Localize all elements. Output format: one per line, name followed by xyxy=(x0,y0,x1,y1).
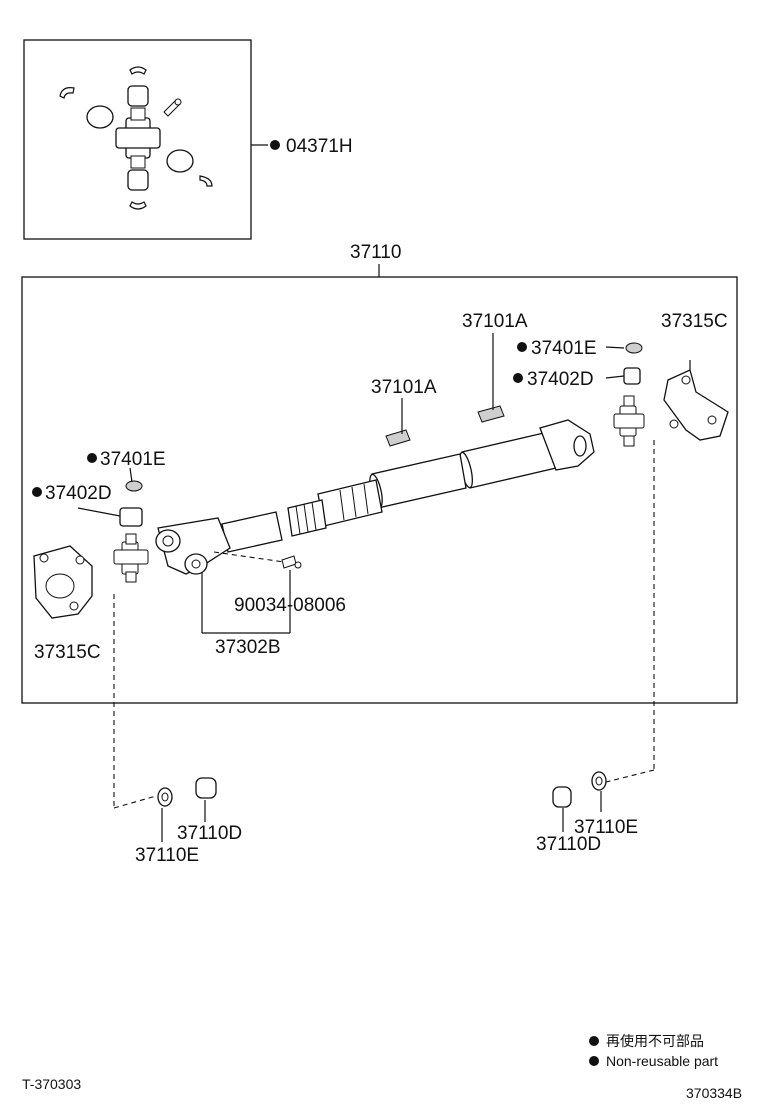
flange-yoke-left-label: 37315C xyxy=(34,642,101,663)
left-ujoint xyxy=(113,480,149,583)
bearing-right-label: 37402D xyxy=(527,369,594,390)
center-bearing-upper-label: 37101A xyxy=(462,311,528,332)
right-ring-label: 37110E xyxy=(574,817,638,838)
snap-ring-right-label: 37401E xyxy=(531,338,597,359)
right-loose-parts xyxy=(552,771,607,832)
kit-snap-rings xyxy=(59,66,213,210)
center-bearing-shells xyxy=(385,405,505,447)
kit-inset: 04371H xyxy=(23,39,353,240)
spider-cross xyxy=(115,107,161,169)
left-flange-yoke xyxy=(33,545,93,619)
assembly-label: 37110 xyxy=(350,242,401,263)
legend-marker-icon xyxy=(589,1036,599,1046)
legend-jp: 再使用不可部品 xyxy=(606,1033,704,1049)
right-cup-label: 37110D xyxy=(536,834,601,855)
footer-right-code: 370334B xyxy=(686,1085,742,1101)
bearing-left-label: 37402D xyxy=(45,483,112,504)
center-bearing-lower-label: 37101A xyxy=(371,377,437,398)
dashed-connectors xyxy=(113,440,655,809)
right-flange-yoke xyxy=(663,360,729,441)
grease-fitting-label: 90034-08006 xyxy=(234,595,346,616)
left-ring-label: 37110E xyxy=(135,845,199,866)
sleeve-yoke-label: 37302B xyxy=(215,637,281,658)
leader-lines xyxy=(77,333,625,634)
legend-en: Non-reusable part xyxy=(606,1053,718,1069)
kit-label: 04371H xyxy=(286,136,353,157)
kit-inset-frame xyxy=(23,39,252,240)
non-reusable-marker-icon xyxy=(32,487,42,497)
grease-fitting-part xyxy=(281,555,302,569)
right-ujoint xyxy=(613,342,645,447)
non-reusable-marker-icon xyxy=(270,140,280,150)
legend: 再使用不可部品 Non-reusable part xyxy=(589,1033,718,1069)
kit-grease-fitting xyxy=(163,98,182,117)
legend-marker-icon xyxy=(589,1056,599,1066)
flange-yoke-right-label: 37315C xyxy=(661,311,728,332)
left-loose-parts xyxy=(157,777,217,842)
left-cup-label: 37110D xyxy=(177,823,242,844)
assembly-frame xyxy=(21,276,738,704)
snap-ring-left-label: 37401E xyxy=(100,449,166,470)
non-reusable-marker-icon xyxy=(513,373,523,383)
footer-left-code: T-370303 xyxy=(22,1076,81,1092)
non-reusable-marker-icon xyxy=(87,453,97,463)
non-reusable-marker-icon xyxy=(517,342,527,352)
kit-bearing-cups xyxy=(86,85,194,191)
propeller-shaft xyxy=(155,419,595,575)
